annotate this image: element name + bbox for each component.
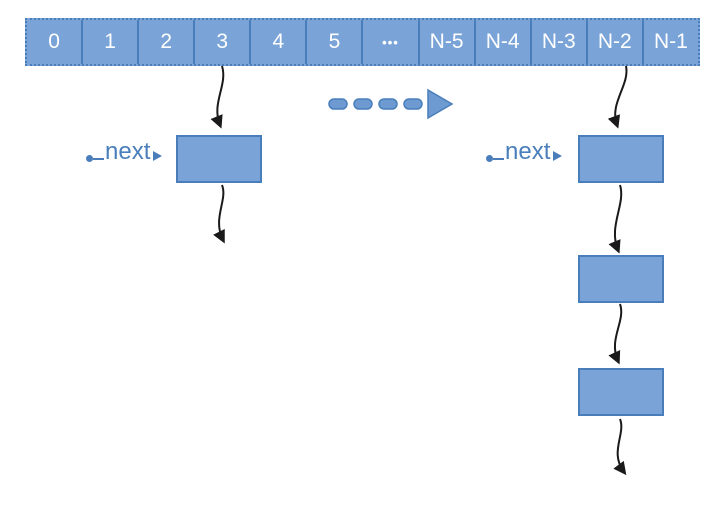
node-box-right-1 [578, 135, 664, 183]
callout-line-icon [93, 158, 104, 160]
callout-dot-icon [486, 155, 493, 162]
array-cell-n2: N-2 [588, 20, 644, 64]
array-cell-n4: N-4 [476, 20, 532, 64]
next-pointer-label: next [105, 138, 151, 166]
array-cell-n3: N-3 [532, 20, 588, 64]
next-pointer-label: next [505, 138, 551, 166]
next-pointer-callout-left: next [86, 138, 163, 166]
node-box-right-3 [578, 368, 664, 416]
dashed-arrow-icon [328, 88, 454, 120]
array-cell-n5: N-5 [420, 20, 476, 64]
array-cell-0: 0 [27, 20, 84, 64]
callout-line-icon [493, 158, 504, 160]
callout-arrowhead-icon [153, 151, 163, 161]
curved-arrow-celln2-to-node-icon [607, 65, 628, 129]
array-cell-1: 1 [83, 20, 140, 64]
curved-arrow-rnode1-to-rnode2-icon [608, 184, 623, 254]
callout-dot-icon [86, 155, 93, 162]
bucket-array: 0 1 2 3 4 5 ••• N-5 N-4 N-3 N-2 N-1 [25, 18, 700, 66]
array-cell-3: 3 [195, 20, 252, 64]
node-box-right-2 [578, 255, 664, 303]
curved-arrow-rnode3-down-icon [613, 418, 627, 476]
curved-arrow-cell3-to-node-icon [210, 65, 225, 129]
array-cell-4: 4 [251, 20, 308, 64]
curved-arrow-rnode2-to-rnode3-icon [608, 303, 623, 365]
array-cell-5: 5 [307, 20, 364, 64]
next-pointer-callout-right: next [486, 138, 563, 166]
curved-arrow-left-node-down-icon [213, 184, 225, 244]
node-box-left-1 [176, 135, 262, 183]
array-cell-n1: N-1 [653, 30, 688, 53]
array-cell-ellipsis: ••• [363, 20, 420, 64]
array-cell-2: 2 [139, 20, 196, 64]
callout-arrowhead-icon [553, 151, 563, 161]
